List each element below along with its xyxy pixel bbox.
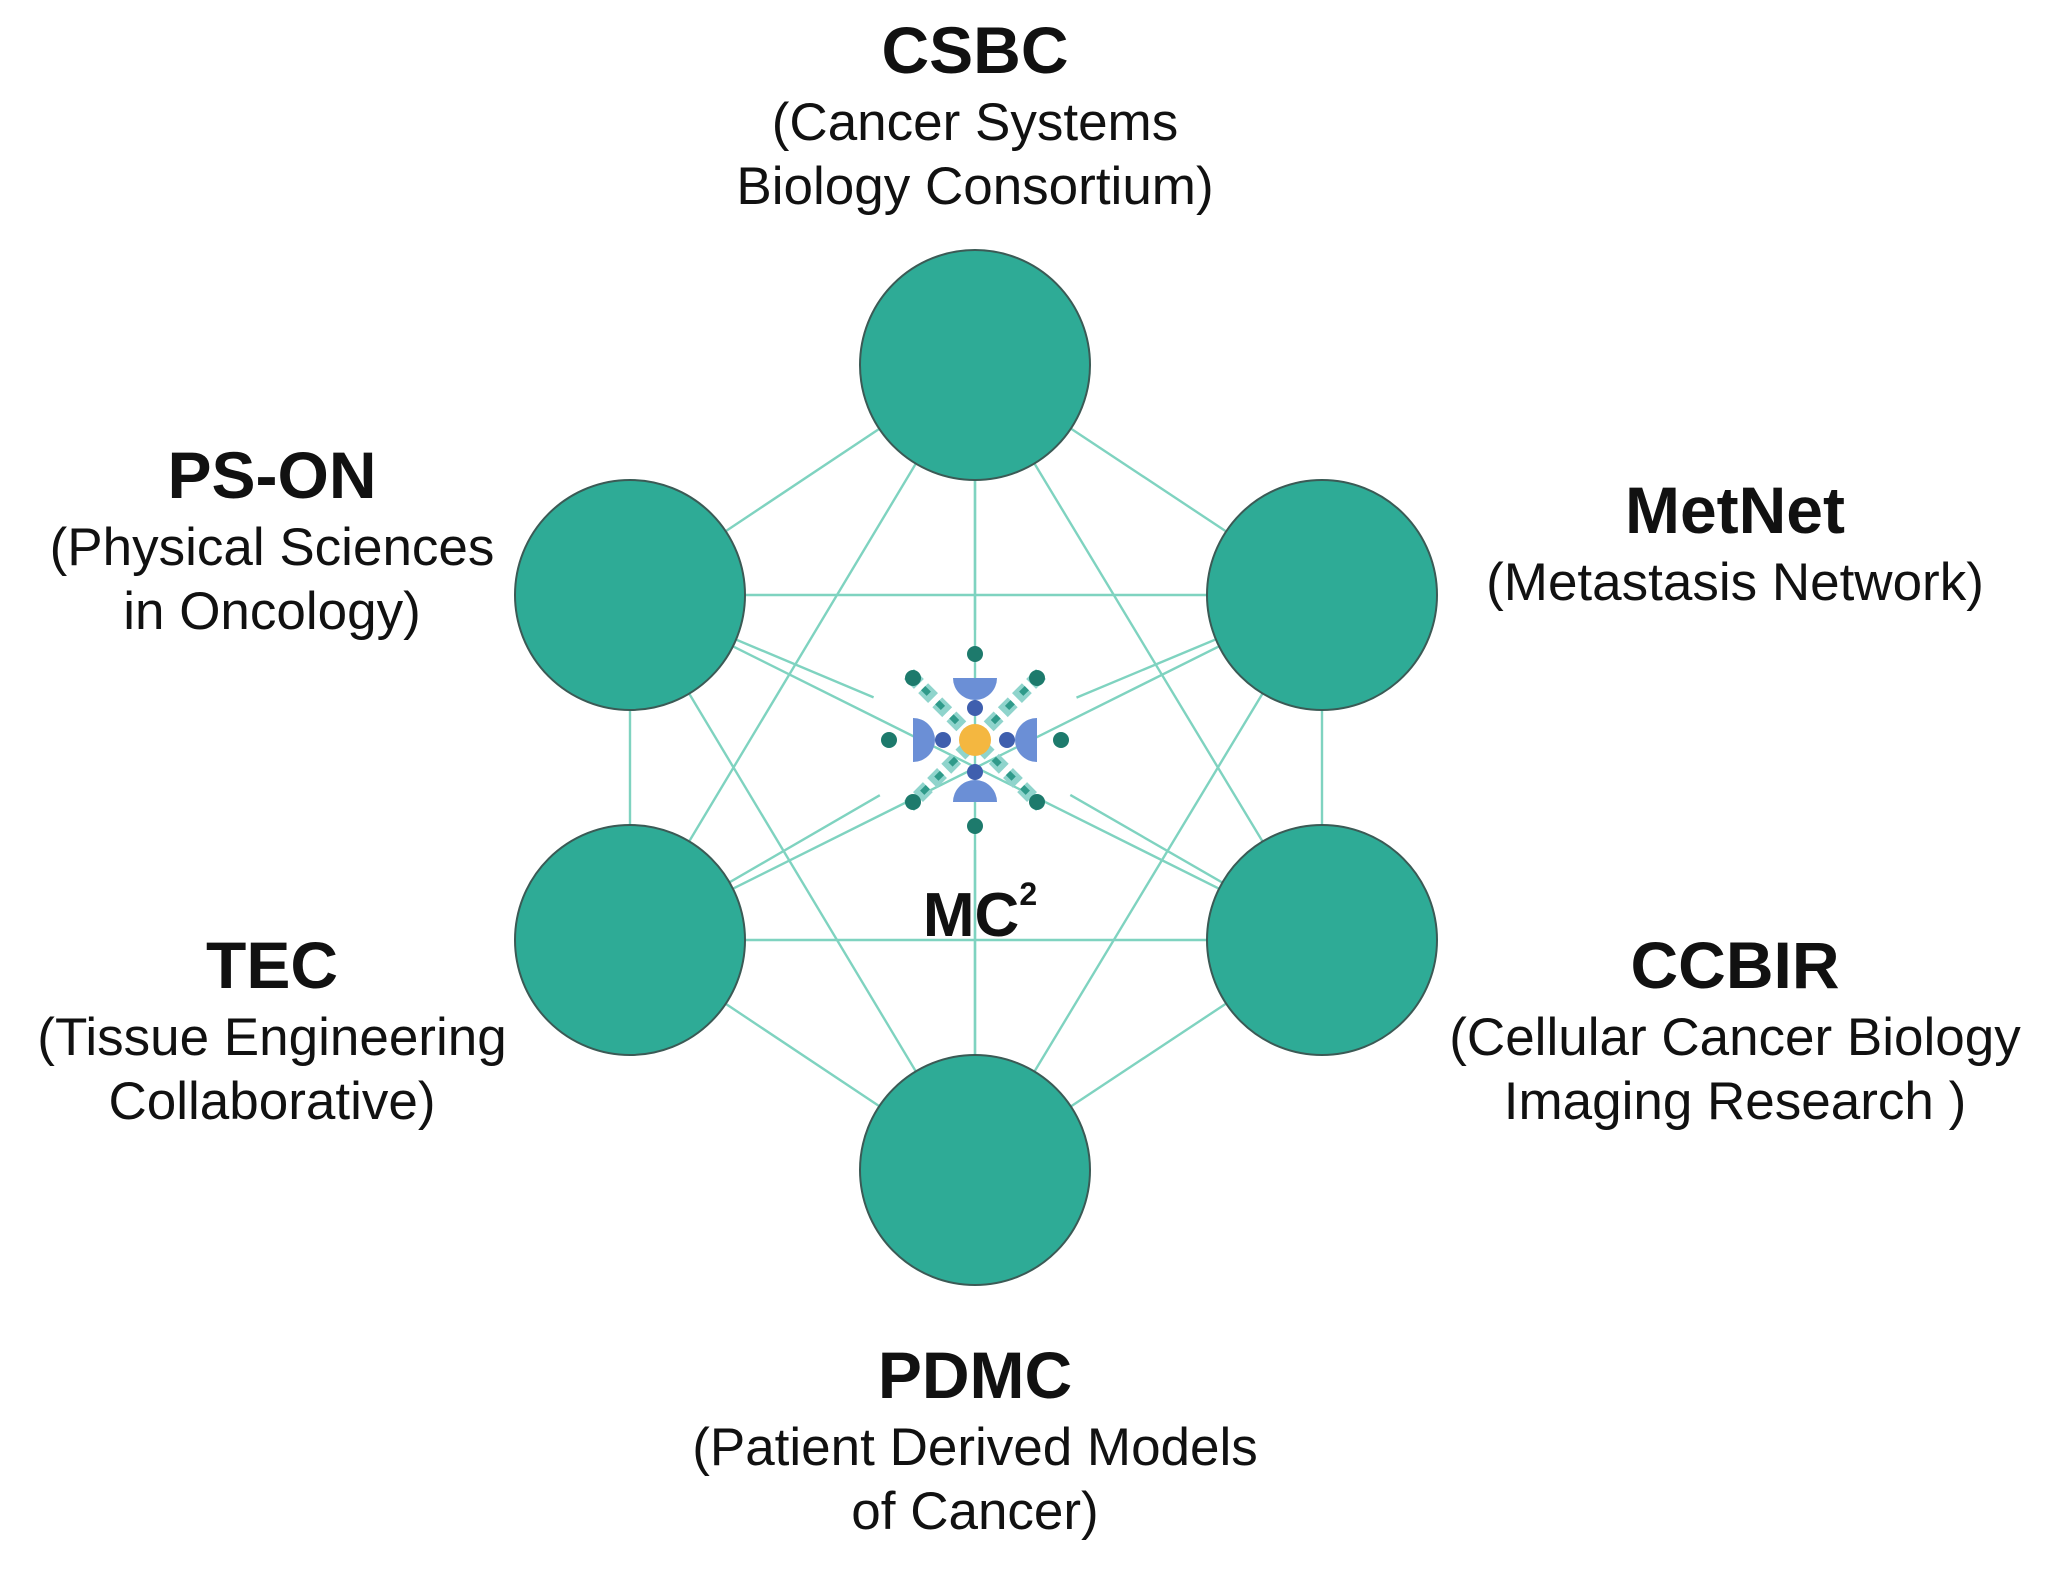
node-fullname-csbc: (Cancer Systems Biology Consortium) bbox=[736, 92, 1214, 217]
node-label-pson: PS-ON(Physical Sciences in Oncology) bbox=[12, 435, 532, 645]
node-abbr-pdmc: PDMC bbox=[877, 1338, 1073, 1412]
node-fullname-tec: (Tissue Engineering Collaborative) bbox=[37, 1007, 507, 1132]
mc2-logo-icon bbox=[881, 646, 1069, 834]
node-label-metnet: MetNet(Metastasis Network) bbox=[1425, 470, 2045, 615]
node-abbr-pson: PS-ON bbox=[167, 438, 377, 512]
node-fullname-metnet: (Metastasis Network) bbox=[1486, 552, 1984, 612]
network-nodes bbox=[514, 249, 1438, 1286]
node-metnet bbox=[1206, 479, 1438, 711]
hub-label-text: MC bbox=[922, 881, 1020, 950]
node-abbr-tec: TEC bbox=[206, 928, 338, 1002]
logo-outer-dots bbox=[881, 646, 1069, 834]
node-label-tec: TEC(Tissue Engineering Collaborative) bbox=[0, 925, 552, 1135]
node-ccbir bbox=[1206, 824, 1438, 1056]
logo-inner-dots bbox=[935, 700, 1015, 780]
node-abbr-metnet: MetNet bbox=[1624, 473, 1845, 547]
logo-center-dot bbox=[959, 724, 991, 756]
logo-half-moons bbox=[913, 678, 1037, 802]
node-pdmc bbox=[859, 1054, 1091, 1286]
node-abbr-ccbir: CCBIR bbox=[1630, 928, 1840, 1002]
node-csbc bbox=[859, 249, 1091, 481]
node-fullname-pson: (Physical Sciences in Oncology) bbox=[49, 517, 495, 642]
node-label-pdmc: PDMC(Patient Derived Models of Cancer) bbox=[625, 1335, 1325, 1545]
node-pson bbox=[514, 479, 746, 711]
node-fullname-ccbir: (Cellular Cancer Biology Imaging Researc… bbox=[1449, 1007, 2021, 1132]
node-fullname-pdmc: (Patient Derived Models of Cancer) bbox=[692, 1417, 1258, 1542]
node-label-csbc: CSBC(Cancer Systems Biology Consortium) bbox=[625, 10, 1325, 220]
node-abbr-csbc: CSBC bbox=[881, 13, 1069, 87]
hub-label: MC2 bbox=[900, 876, 1060, 951]
node-label-ccbir: CCBIR(Cellular Cancer Biology Imaging Re… bbox=[1415, 925, 2048, 1135]
node-tec bbox=[514, 824, 746, 1056]
hub-label-superscript: 2 bbox=[1019, 876, 1038, 912]
